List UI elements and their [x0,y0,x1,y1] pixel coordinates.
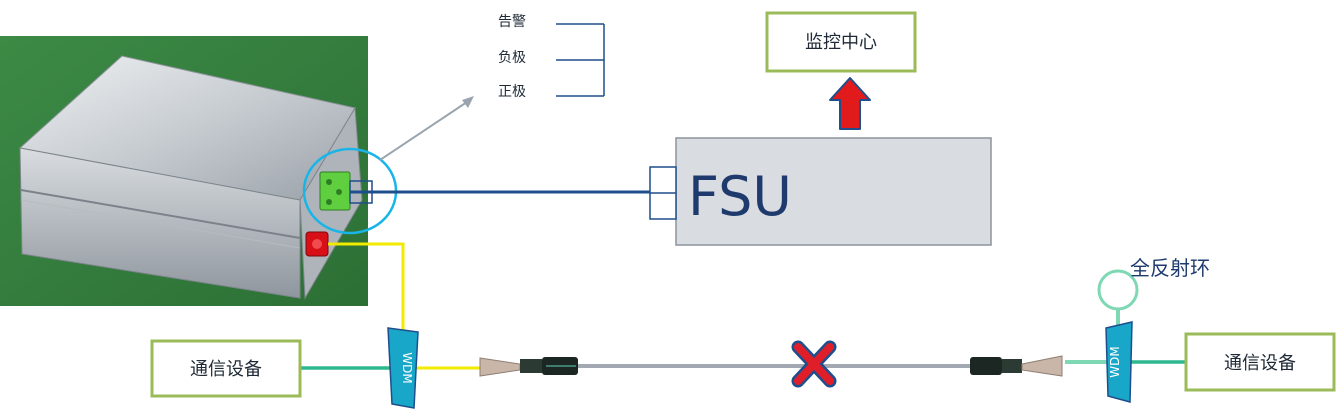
fsu-unit: FSU [649,137,992,246]
reflection-loop: 全反射环 [1097,256,1210,311]
comm-device-left: 通信设备 [150,339,302,398]
alarm-label-0: 告警 [498,14,526,30]
wdm-right-label: WDM [1108,346,1122,377]
wdm-left-label: WDM [400,352,414,383]
loop-label: 全反射环 [1130,256,1210,280]
upload-arrow [829,77,871,130]
device-photo [0,36,368,306]
comm-device-right-label: 通信设备 [1224,353,1296,374]
wdm-left: WDM [387,327,419,409]
alarm-label-2: 正极 [498,84,526,100]
fiber-end-right [970,355,1063,377]
comm-device-right: 通信设备 [1184,332,1336,392]
red-fiber-connector [305,231,329,257]
signal-line [349,180,650,204]
yellow-fiber [328,242,480,370]
alarm-output-labels: 告警 负极 正极 [498,14,605,100]
callout-arrow [379,96,474,161]
monitoring-center-label: 监控中心 [805,32,877,53]
monitoring-center-box: 监控中心 [765,11,917,73]
fsu-label: FSU [688,165,792,228]
terminal-block [319,171,351,211]
alarm-label-1: 负极 [498,50,526,66]
fiber-end-left [479,357,578,377]
wdm-right: WDM [1105,321,1133,403]
alarm-bracket [556,23,605,97]
fiber-break-mark [791,340,837,388]
comm-device-left-label: 通信设备 [190,359,262,380]
